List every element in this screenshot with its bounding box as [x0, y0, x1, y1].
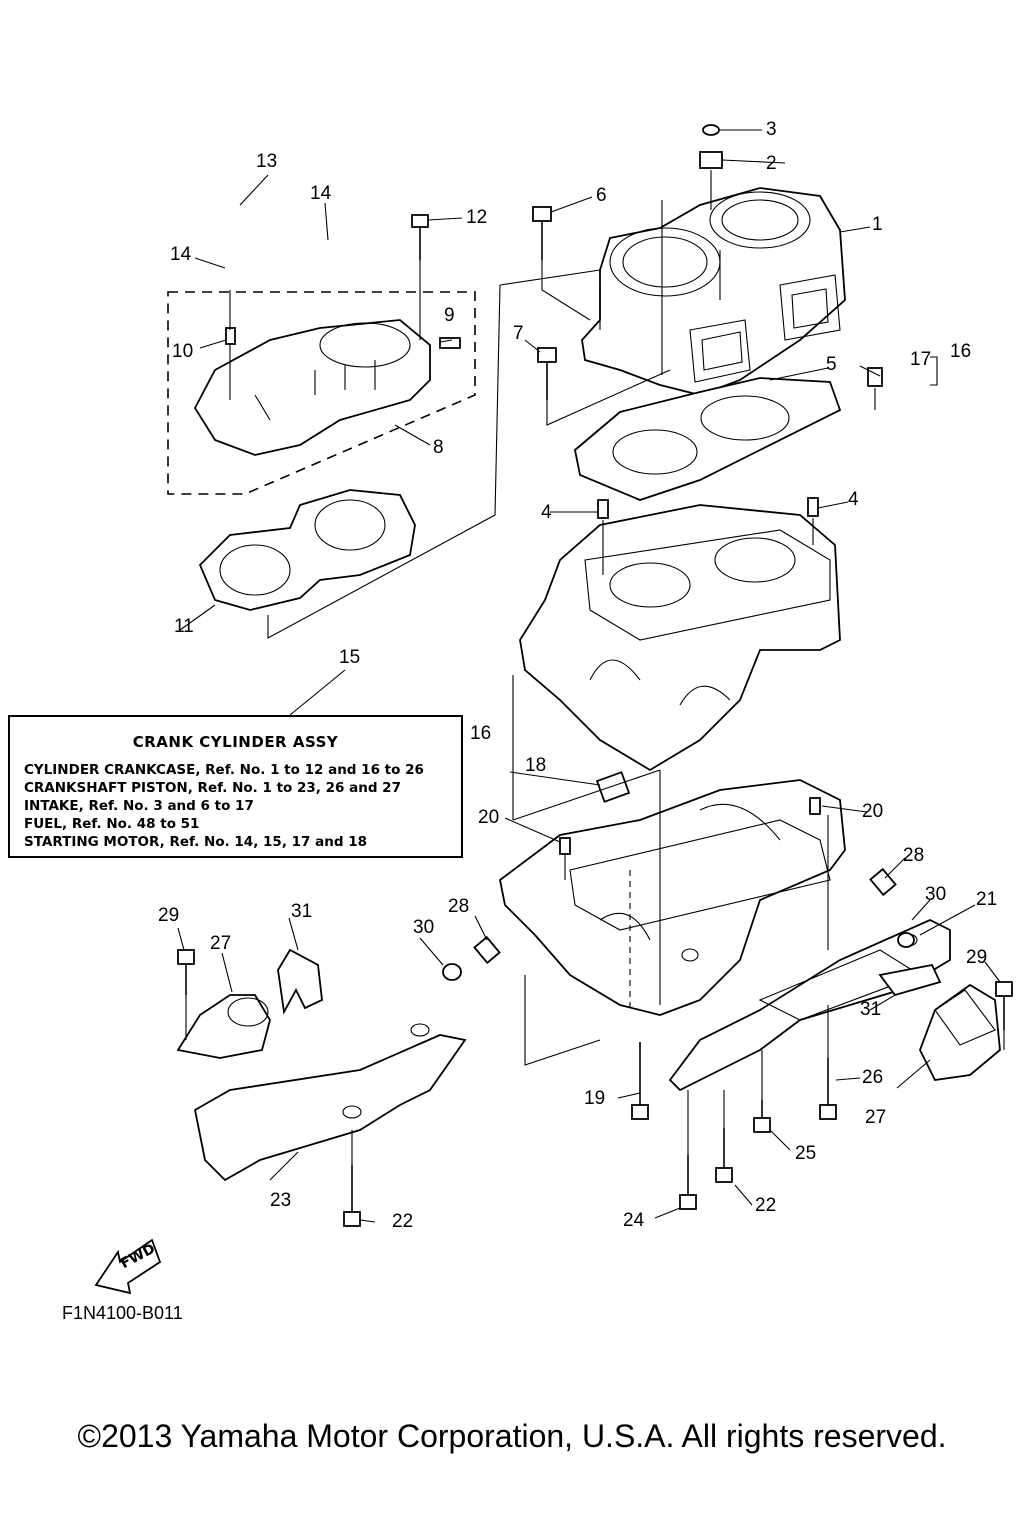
callout-20-left: 20 [478, 807, 500, 828]
callout-14-left: 14 [170, 244, 192, 265]
callout-28-right: 28 [903, 845, 925, 866]
shim-right-drawing [878, 963, 942, 997]
callout-27-right: 27 [865, 1107, 887, 1128]
callout-26: 26 [862, 1067, 884, 1088]
callout-1: 1 [872, 214, 883, 235]
info-line: CYLINDER CRANKCASE, Ref. No. 1 to 12 and… [24, 762, 424, 778]
assembly-lines [185, 170, 1005, 1165]
callout-24: 24 [623, 1210, 645, 1231]
callout-23: 23 [270, 1190, 292, 1211]
callout-30-right: 30 [925, 884, 947, 905]
rubber-mount-right-drawing [919, 983, 1001, 1081]
callout-25: 25 [795, 1143, 817, 1164]
callout-30-left: 30 [413, 917, 435, 938]
mount-bracket-left-drawing [193, 1023, 467, 1182]
callout-14-top: 14 [310, 183, 332, 204]
callout-18: 18 [525, 755, 547, 776]
diagram-reference-code: F1N4100-B011 [62, 1303, 183, 1323]
info-line: CRANKSHAFT PISTON, Ref. No. 1 to 23, 26 … [24, 780, 401, 796]
callout-31-right: 31 [860, 999, 882, 1020]
info-line: INTAKE, Ref. No. 3 and 6 to 17 [24, 798, 254, 814]
cylinder-gasket-drawing [574, 377, 842, 501]
info-line: FUEL, Ref. No. 48 to 51 [24, 816, 200, 832]
callout-7: 7 [513, 323, 524, 344]
callout-13: 13 [256, 151, 278, 172]
callout-16-left: 16 [470, 723, 492, 744]
assembly-info-box: CRANK CYLINDER ASSY CYLINDER CRANKCASE, … [8, 715, 463, 858]
info-line: STARTING MOTOR, Ref. No. 14, 15, 17 and … [24, 834, 368, 850]
shim-left-drawing [277, 948, 323, 1015]
rubber-mount-left-drawing [176, 994, 271, 1059]
callout-4-left: 4 [541, 502, 552, 523]
callout-11: 11 [174, 616, 194, 637]
callout-28-left: 28 [448, 896, 470, 917]
callout-27-left: 27 [210, 933, 232, 954]
intake-cover-drawing [167, 291, 476, 495]
callout-17: 17 [910, 349, 932, 370]
callout-6: 6 [596, 185, 607, 206]
bolts-drawing [177, 124, 1013, 1227]
hose-inner-drawing [223, 198, 321, 265]
callout-15: 15 [339, 647, 361, 668]
callout-5: 5 [826, 354, 837, 375]
callout-29-right: 29 [966, 947, 988, 968]
callout-22-left: 22 [392, 1211, 414, 1232]
copyright-notice: ©2013 Yamaha Motor Corporation, U.S.A. A… [77, 1418, 947, 1454]
callout-3: 3 [766, 119, 777, 140]
callout-4-right: 4 [848, 489, 859, 510]
crankcase-upper-drawing [519, 504, 841, 772]
fwd-arrow-icon [94, 1238, 162, 1295]
cylinder-block-drawing [581, 187, 846, 396]
callout-9: 9 [444, 305, 455, 326]
callout-19: 19 [584, 1088, 606, 1109]
callout-29-left: 29 [158, 905, 180, 926]
callout-10: 10 [172, 341, 194, 362]
callout-22-right: 22 [755, 1195, 777, 1216]
callout-12: 12 [466, 207, 488, 228]
callout-20-right: 20 [862, 801, 884, 822]
callout-21: 21 [976, 889, 998, 910]
head-gasket-drawing [198, 489, 416, 611]
callout-2: 2 [766, 153, 777, 174]
info-box-lines: CYLINDER CRANKCASE, Ref. No. 1 to 12 and… [24, 761, 424, 851]
callout-8: 8 [433, 437, 444, 458]
leader-lines [177, 129, 1001, 1223]
callout-16-top: 16 [950, 341, 972, 362]
info-box-title: CRANK CYLINDER ASSY [132, 733, 339, 751]
callout-31-top: 31 [291, 901, 313, 922]
crankcase-lower-drawing [499, 779, 846, 1016]
